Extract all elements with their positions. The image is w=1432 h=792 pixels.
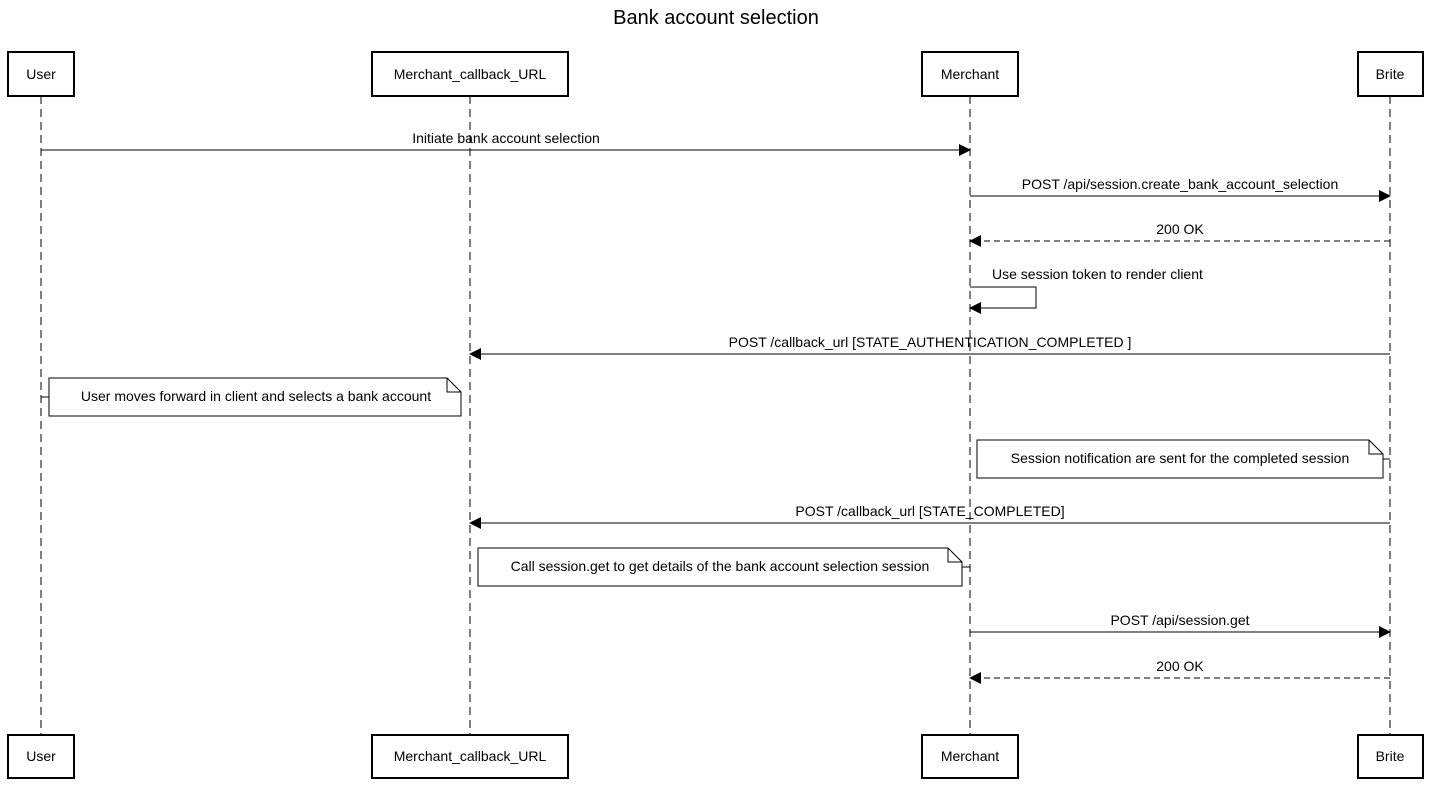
participant-user-bottom-label: User [26,748,56,764]
message-label: 200 OK [1156,658,1204,674]
message-200-ok-create: 200 OK [969,221,1390,247]
note-text: User moves forward in client and selects… [81,388,431,404]
message-label: POST /api/session.create_bank_account_se… [1022,176,1339,192]
message-initiate-bank-account-selection: Initiate bank account selection [41,130,971,156]
participant-brite-bottom-label: Brite [1376,748,1405,764]
note-fold [947,548,962,563]
message-post-create-bank-account-selection: POST /api/session.create_bank_account_se… [970,176,1391,202]
participant-user-top-label: User [26,66,56,82]
note-text: Session notification are sent for the co… [1011,450,1350,466]
note-user-selects-bank-account: User moves forward in client and selects… [41,377,462,417]
participant-merchant-bottom-label: Merchant [941,748,999,764]
message-callback-completed: POST /callback_url [STATE_COMPLETED] [469,503,1390,529]
note-fold [446,378,461,393]
note-text: Call session.get to get details of the b… [511,558,930,574]
message-label: 200 OK [1156,221,1204,237]
participant-merchant-callback-url-bottom: Merchant_callback_URL [371,734,569,779]
note-call-session-get: Call session.get to get details of the b… [477,547,970,587]
message-post-session-get: POST /api/session.get [970,612,1391,638]
participant-user-top: User [7,51,75,97]
participant-merchant-callback-url-bottom-label: Merchant_callback_URL [394,748,547,764]
participant-user-bottom: User [7,734,75,779]
participant-merchant-top: Merchant [921,51,1019,97]
participant-brite-bottom: Brite [1357,734,1424,779]
message-200-ok-get: 200 OK [969,658,1390,684]
message-label: POST /callback_url [STATE_AUTHENTICATION… [729,334,1132,350]
diagram-title: Bank account selection [613,7,819,29]
note-box [477,547,963,587]
message-callback-authentication-completed: POST /callback_url [STATE_AUTHENTICATION… [469,334,1390,360]
note-fold [1368,440,1383,455]
note-box [48,377,462,417]
participant-merchant-callback-url-top-label: Merchant_callback_URL [394,66,547,82]
note-session-notification: Session notification are sent for the co… [976,439,1390,479]
message-use-session-token: Use session token to render client [969,266,1203,314]
message-label: Initiate bank account selection [412,130,600,146]
participant-merchant-callback-url-top: Merchant_callback_URL [371,51,569,97]
note-box [976,439,1384,479]
participant-merchant-top-label: Merchant [941,66,999,82]
message-label: Use session token to render client [992,266,1203,282]
participant-brite-top-label: Brite [1376,66,1405,82]
participant-brite-top: Brite [1357,51,1424,97]
participant-merchant-bottom: Merchant [921,734,1019,779]
message-arrow [969,286,1037,314]
message-label: POST /callback_url [STATE_COMPLETED] [795,503,1064,519]
message-label: POST /api/session.get [1110,612,1249,628]
